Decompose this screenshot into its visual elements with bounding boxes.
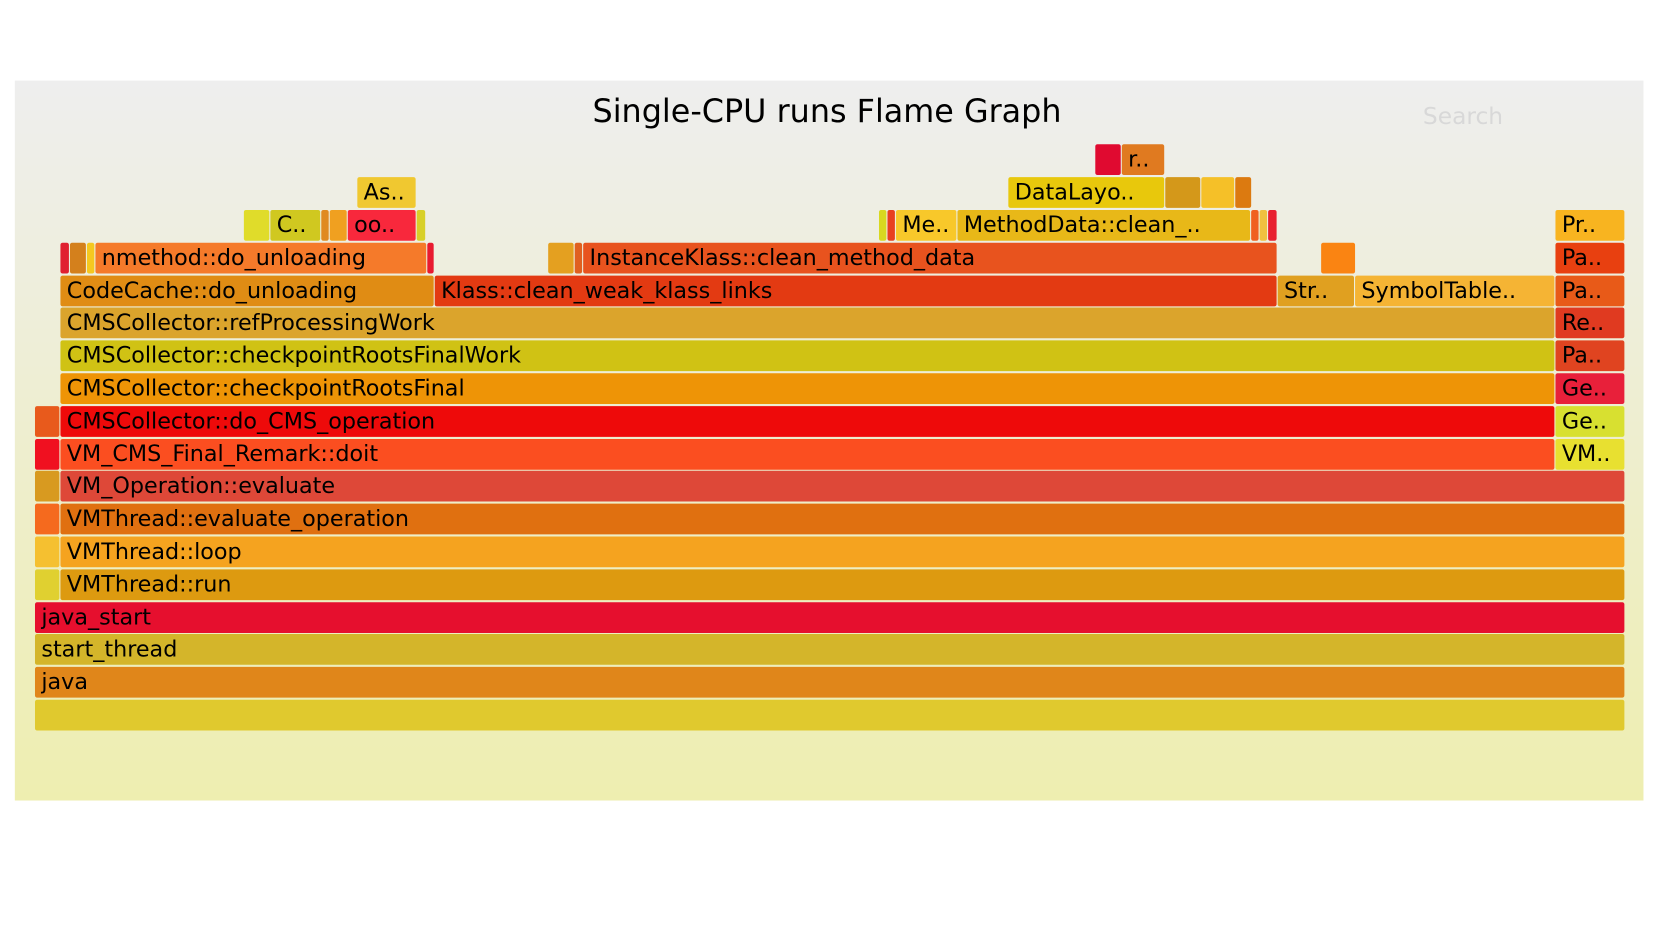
frame-cmscollector-refprocessingwork[interactable]: CMSCollector::refProcessingWork bbox=[60, 307, 1555, 339]
frame-methoddata-clean[interactable]: MethodData::clean_.. bbox=[957, 209, 1251, 241]
frame[interactable] bbox=[86, 242, 95, 274]
frame[interactable] bbox=[1259, 209, 1268, 241]
frame[interactable] bbox=[69, 242, 86, 274]
frame[interactable] bbox=[60, 242, 69, 274]
frame-klass-clean-weak-klass-links[interactable]: Klass::clean_weak_klass_links bbox=[434, 275, 1277, 306]
frame-vm-cms-final-remark-doit[interactable]: VM_CMS_Final_Remark::doit bbox=[60, 438, 1555, 470]
frame-re[interactable]: Re.. bbox=[1555, 307, 1625, 339]
frame[interactable] bbox=[34, 699, 1625, 731]
frame-str[interactable]: Str.. bbox=[1277, 275, 1355, 306]
frame[interactable] bbox=[574, 242, 583, 274]
frame-symboltable[interactable]: SymbolTable.. bbox=[1355, 275, 1555, 306]
frame-java[interactable]: java bbox=[34, 667, 1625, 698]
frame[interactable] bbox=[1201, 177, 1235, 209]
frame[interactable] bbox=[416, 209, 426, 241]
frame-pa[interactable]: Pa.. bbox=[1555, 242, 1625, 274]
frame-vmthread-run[interactable]: VMThread::run bbox=[60, 569, 1625, 600]
frame[interactable] bbox=[34, 569, 60, 600]
frame[interactable] bbox=[34, 536, 60, 568]
frame-vmthread-loop[interactable]: VMThread::loop bbox=[60, 536, 1625, 568]
chart-title: Single-CPU runs Flame Graph bbox=[592, 93, 1062, 131]
frame-ge[interactable]: Ge.. bbox=[1555, 373, 1625, 404]
frame-cmscollector-checkpointrootsfinalwork[interactable]: CMSCollector::checkpointRootsFinalWork bbox=[60, 340, 1555, 372]
frame[interactable] bbox=[321, 209, 329, 241]
frame[interactable] bbox=[243, 209, 270, 241]
frame-vm-operation-evaluate[interactable]: VM_Operation::evaluate bbox=[60, 471, 1625, 502]
frame[interactable] bbox=[34, 438, 60, 470]
frame[interactable] bbox=[548, 242, 574, 274]
frame[interactable] bbox=[34, 471, 60, 502]
frame[interactable] bbox=[34, 503, 60, 535]
frame-r[interactable]: r.. bbox=[1121, 144, 1165, 176]
frame-pa[interactable]: Pa.. bbox=[1555, 340, 1625, 372]
frame[interactable] bbox=[1095, 144, 1121, 176]
frame-java-start[interactable]: java_start bbox=[34, 601, 1625, 633]
frame-instanceklass-clean-method-data[interactable]: InstanceKlass::clean_method_data bbox=[583, 242, 1277, 274]
frame[interactable] bbox=[34, 405, 60, 437]
frame[interactable] bbox=[878, 209, 887, 241]
frame-datalayo[interactable]: DataLayo.. bbox=[1008, 177, 1165, 209]
frame-cmscollector-do-cms-operation[interactable]: CMSCollector::do_CMS_operation bbox=[60, 405, 1555, 437]
frame-cmscollector-checkpointrootsfinal[interactable]: CMSCollector::checkpointRootsFinal bbox=[60, 373, 1555, 404]
frame-start-thread[interactable]: start_thread bbox=[34, 634, 1625, 666]
frame[interactable] bbox=[1268, 209, 1277, 241]
frame-vmthread-evaluate-operation[interactable]: VMThread::evaluate_operation bbox=[60, 503, 1625, 535]
frame-pa[interactable]: Pa.. bbox=[1555, 275, 1625, 306]
frame-c[interactable]: C.. bbox=[270, 209, 321, 241]
frame-ge[interactable]: Ge.. bbox=[1555, 405, 1625, 437]
search-button[interactable]: Search bbox=[1422, 103, 1504, 131]
frame[interactable] bbox=[1235, 177, 1252, 209]
frame-oo[interactable]: oo.. bbox=[347, 209, 416, 241]
frame-me[interactable]: Me.. bbox=[895, 209, 957, 241]
frame-nmethod-do-unloading[interactable]: nmethod::do_unloading bbox=[95, 242, 427, 274]
frame[interactable] bbox=[1321, 242, 1356, 274]
frame[interactable] bbox=[329, 209, 347, 241]
frame-vm[interactable]: VM.. bbox=[1555, 438, 1625, 470]
frame[interactable] bbox=[427, 242, 434, 274]
frame-pr[interactable]: Pr.. bbox=[1555, 209, 1625, 241]
frame[interactable] bbox=[1165, 177, 1201, 209]
frame[interactable] bbox=[1251, 209, 1259, 241]
frame[interactable] bbox=[887, 209, 895, 241]
frame-as[interactable]: As.. bbox=[357, 177, 416, 209]
frame-codecache-do-unloading[interactable]: CodeCache::do_unloading bbox=[60, 275, 434, 306]
